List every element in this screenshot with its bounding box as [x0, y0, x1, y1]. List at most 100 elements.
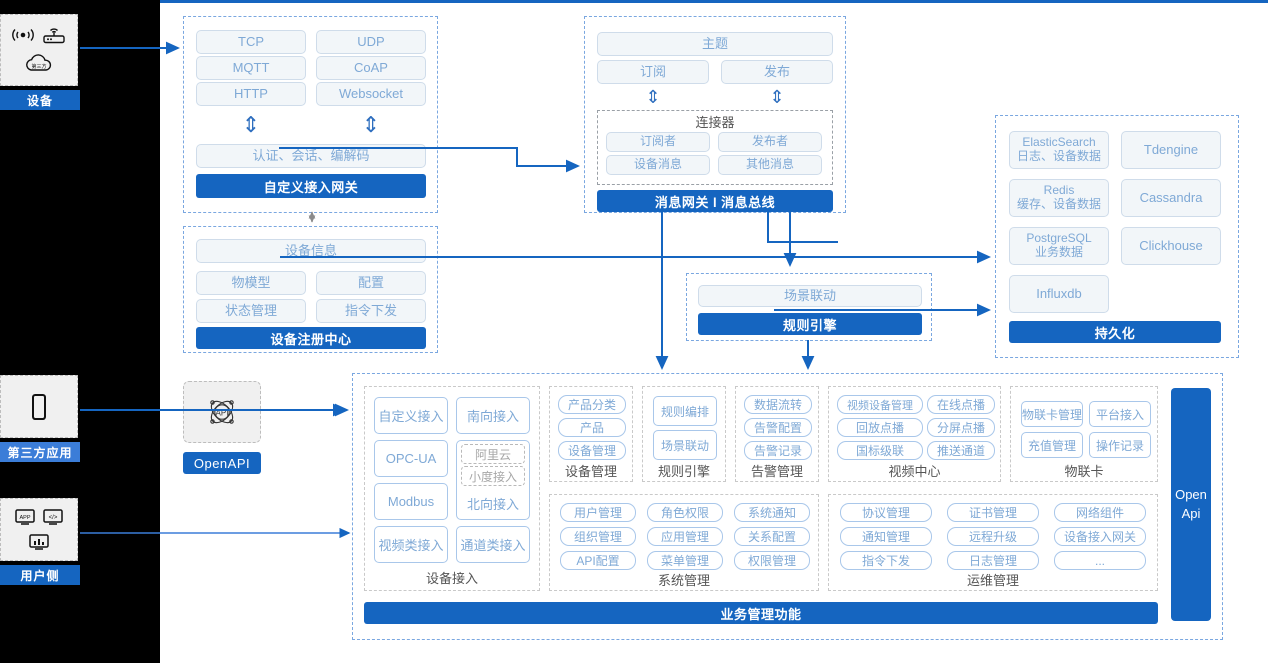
rail-label-user-side: 用户侧 [0, 565, 80, 585]
pill-system-notification[interactable]: 系统通知 [734, 503, 810, 522]
panel-message-gateway: 主题 订阅 发布 ⇕ ⇕ 连接器 订阅者 发布者 设备消息 其他消息 消息网关 … [584, 16, 846, 213]
chip-tdengine[interactable]: Tdengine [1121, 131, 1221, 169]
pill-log-management[interactable]: 日志管理 [947, 551, 1039, 570]
chip-device-info[interactable]: 设备信息 [196, 239, 426, 263]
updown-arrow-icon-publish: ⇕ [769, 86, 785, 107]
chip-influxdb[interactable]: Influxdb [1009, 275, 1109, 313]
bar-device-registry[interactable]: 设备注册中心 [196, 327, 426, 349]
pill-menu-management[interactable]: 菜单管理 [647, 551, 723, 570]
pill-permission-management[interactable]: 权限管理 [734, 551, 810, 570]
box-platform-access[interactable]: 平台接入 [1089, 401, 1151, 427]
box-southbound-access[interactable]: 南向接入 [456, 397, 530, 434]
pill-api-config[interactable]: API配置 [560, 551, 636, 570]
pill-push-channel[interactable]: 推送通道 [927, 441, 995, 460]
bar-business-management[interactable]: 业务管理功能 [364, 602, 1158, 624]
chip-elasticsearch[interactable]: ElasticSearch 日志、设备数据 [1009, 131, 1109, 169]
code-screen-icon: </> [42, 508, 64, 526]
chip-redis[interactable]: Redis 缓存、设备数据 [1009, 179, 1109, 217]
panel-business-management: 自定义接入 南向接入 OPC-UA Modbus 阿里云 小度接入 北向接入 视… [352, 373, 1223, 640]
chip-state-management[interactable]: 状态管理 [196, 299, 306, 323]
rail-label-third-party: 第三方应用 [0, 442, 80, 462]
chip-publisher[interactable]: 发布者 [718, 132, 822, 152]
pill-split-screen-vod[interactable]: 分屏点播 [927, 418, 995, 437]
box-iot-card-management[interactable]: 物联卡管理 [1021, 401, 1083, 427]
bar-custom-access-gateway[interactable]: 自定义接入网关 [196, 174, 426, 198]
chip-other-message[interactable]: 其他消息 [718, 155, 822, 175]
bar-persistence[interactable]: 持久化 [1009, 321, 1221, 343]
pill-command-dispatch[interactable]: 指令下发 [840, 551, 932, 570]
chip-subscribe[interactable]: 订阅 [597, 60, 709, 84]
pill-role-permission[interactable]: 角色权限 [647, 503, 723, 522]
chip-scene-linkage[interactable]: 场景联动 [698, 285, 922, 307]
box-video-access[interactable]: 视频类接入 [374, 526, 448, 563]
box-operation-record[interactable]: 操作记录 [1089, 432, 1151, 458]
box-channel-access[interactable]: 通道类接入 [456, 526, 530, 563]
pill-video-device-management[interactable]: 视频设备管理 [837, 395, 923, 414]
panel-access-gateway: TCP UDP MQTT CoAP HTTP Websocket ⇕ ⇕ 认证、… [183, 16, 438, 213]
chip-clickhouse[interactable]: Clickhouse [1121, 227, 1221, 265]
pill-product[interactable]: 产品 [558, 418, 626, 437]
chip-thing-model[interactable]: 物模型 [196, 271, 306, 295]
group-title-system-management: 系统管理 [657, 572, 710, 588]
group-rule-engine: 规则编排 场景联动 规则引擎 [642, 386, 726, 482]
dashchip-aliyun[interactable]: 阿里云 [461, 444, 525, 464]
pill-device-access-gateway[interactable]: 设备接入网关 [1054, 527, 1146, 546]
pill-product-category[interactable]: 产品分类 [558, 395, 626, 414]
group-device-access: 自定义接入 南向接入 OPC-UA Modbus 阿里云 小度接入 北向接入 视… [364, 386, 540, 591]
box-custom-access[interactable]: 自定义接入 [374, 397, 448, 434]
box-opc-ua[interactable]: OPC-UA [374, 440, 448, 477]
box-recharge-management[interactable]: 充值管理 [1021, 432, 1083, 458]
api-atom-icon: API [183, 381, 261, 443]
chip-command-dispatch[interactable]: 指令下发 [316, 299, 426, 323]
chip-device-message[interactable]: 设备消息 [606, 155, 710, 175]
pill-org-management[interactable]: 组织管理 [560, 527, 636, 546]
pill-network-component[interactable]: 网络组件 [1054, 503, 1146, 522]
pill-playback-vod[interactable]: 回放点播 [837, 418, 923, 437]
panel-persistence: ElasticSearch 日志、设备数据 Tdengine Redis 缓存、… [995, 115, 1239, 358]
svg-text:API: API [216, 409, 229, 418]
chip-coap[interactable]: CoAP [316, 56, 426, 80]
group-iot-card: 物联卡管理 平台接入 充值管理 操作记录 物联卡 [1010, 386, 1158, 482]
dashchip-xiaodu-access[interactable]: 小度接入 [461, 466, 525, 486]
chip-auth-session-codec[interactable]: 认证、会话、编解码 [196, 144, 426, 168]
open-api-line1: Open [1175, 487, 1207, 503]
pill-more[interactable]: ... [1054, 551, 1146, 570]
bar-rule-engine[interactable]: 规则引擎 [698, 313, 922, 335]
pill-data-flow[interactable]: 数据流转 [744, 395, 812, 414]
box-scene-linkage[interactable]: 场景联动 [653, 430, 717, 460]
box-northbound-access[interactable]: 阿里云 小度接入 北向接入 [456, 440, 530, 520]
chip-mqtt[interactable]: MQTT [196, 56, 306, 80]
pill-app-management[interactable]: 应用管理 [647, 527, 723, 546]
chip-subscriber[interactable]: 订阅者 [606, 132, 710, 152]
chip-config[interactable]: 配置 [316, 271, 426, 295]
pill-certificate-management[interactable]: 证书管理 [947, 503, 1039, 522]
box-rule-orchestration[interactable]: 规则编排 [653, 396, 717, 426]
chip-udp[interactable]: UDP [316, 30, 426, 54]
pill-alarm-config[interactable]: 告警配置 [744, 418, 812, 437]
pill-gb-cascade[interactable]: 国标级联 [837, 441, 923, 460]
chip-cassandra[interactable]: Cassandra [1121, 179, 1221, 217]
chip-websocket[interactable]: Websocket [316, 82, 426, 106]
chip-topic[interactable]: 主题 [597, 32, 833, 56]
pill-device-management[interactable]: 设备管理 [558, 441, 626, 460]
box-modbus[interactable]: Modbus [374, 483, 448, 520]
pill-remote-upgrade[interactable]: 远程升级 [947, 527, 1039, 546]
chip-postgresql[interactable]: PostgreSQL 业务数据 [1009, 227, 1109, 265]
chip-publish[interactable]: 发布 [721, 60, 833, 84]
pill-alarm-record[interactable]: 告警记录 [744, 441, 812, 460]
updown-arrow-icon-left: ⇕ [241, 112, 261, 137]
pill-user-management[interactable]: 用户管理 [560, 503, 636, 522]
svg-text:APP: APP [19, 515, 30, 521]
bar-openapi[interactable]: OpenAPI [183, 452, 261, 474]
bar-message-gateway-bus[interactable]: 消息网关 l 消息总线 [597, 190, 833, 212]
pill-notification-management[interactable]: 通知管理 [840, 527, 932, 546]
third-party-icon-box [0, 375, 78, 438]
chip-http[interactable]: HTTP [196, 82, 306, 106]
pill-online-vod[interactable]: 在线点播 [927, 395, 995, 414]
pill-relation-config[interactable]: 关系配置 [734, 527, 810, 546]
pill-protocol-management[interactable]: 协议管理 [840, 503, 932, 522]
chip-tcp[interactable]: TCP [196, 30, 306, 54]
vertical-bar-open-api[interactable]: Open Api [1171, 388, 1211, 621]
group-system-management: 用户管理 角色权限 系统通知 组织管理 应用管理 关系配置 API配置 菜单管理… [549, 494, 819, 591]
diagram-canvas: TCP UDP MQTT CoAP HTTP Websocket ⇕ ⇕ 认证、… [160, 0, 1268, 663]
